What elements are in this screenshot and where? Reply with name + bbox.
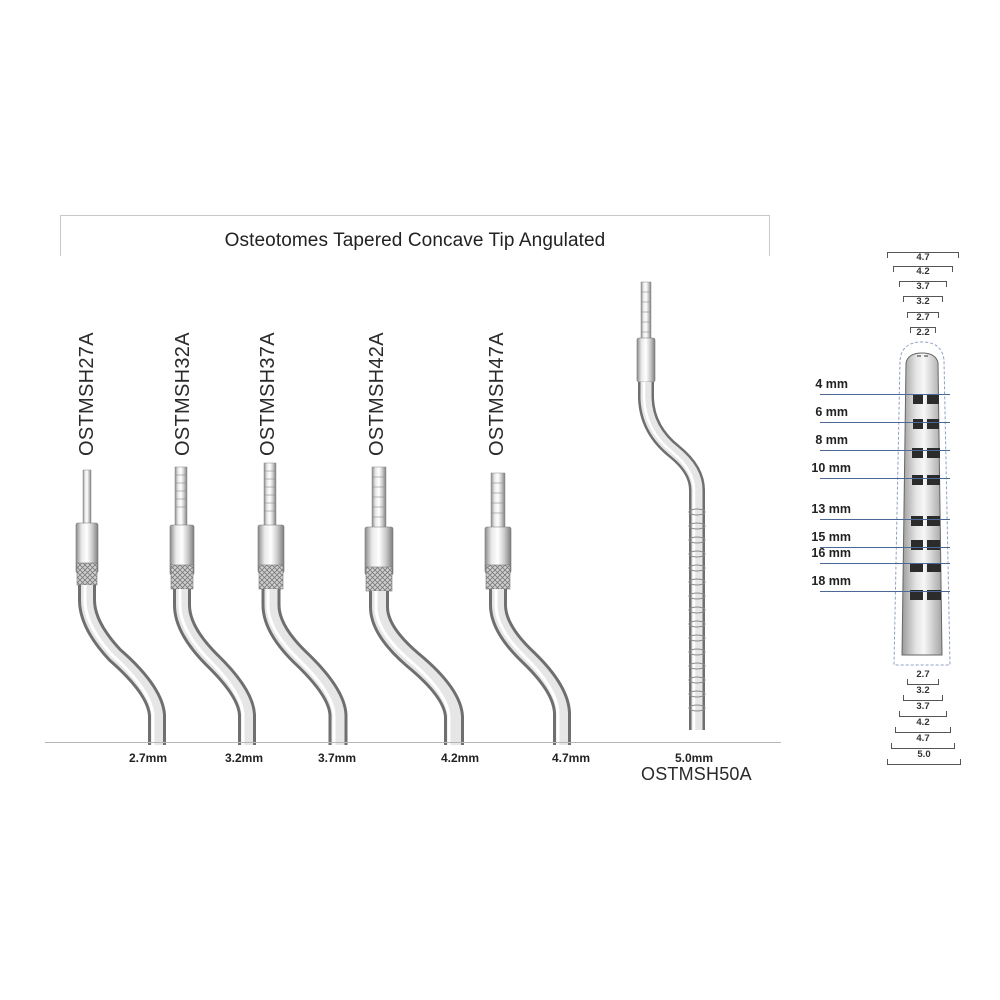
depth-line bbox=[820, 547, 950, 548]
depth-line bbox=[820, 394, 950, 395]
instrument-code: OSTMSH47A bbox=[486, 332, 508, 456]
diameter-bracket bbox=[899, 281, 947, 287]
depth-mark: 18 mm bbox=[811, 574, 851, 588]
diameter-bracket bbox=[893, 266, 953, 272]
diameter-bracket bbox=[891, 743, 955, 749]
depth-line bbox=[820, 591, 950, 592]
osteotome-image bbox=[484, 472, 571, 745]
diameter-label: 2.7 bbox=[916, 669, 930, 680]
diameter-bracket bbox=[887, 252, 959, 258]
depth-gauge: 4.7 4.2 3.7 3.2 2.7 2.2 bbox=[810, 245, 990, 775]
instrument-code: OSTMSH32A bbox=[172, 332, 194, 456]
diameter-label: 4.2 bbox=[916, 717, 930, 728]
depth-mark: 16 mm bbox=[811, 546, 851, 560]
osteotome-ostmsh42a bbox=[345, 455, 470, 745]
instrument-code: OSTMSH37A bbox=[257, 332, 279, 456]
instrument-size: 4.2mm bbox=[441, 751, 480, 765]
depth-mark: 4 mm bbox=[815, 377, 848, 391]
depth-mark: 15 mm bbox=[811, 530, 851, 544]
diameter-label: 3.2 bbox=[916, 685, 930, 696]
diameter-label: 4.7 bbox=[916, 733, 930, 744]
osteotome-ostmsh27a bbox=[55, 455, 175, 745]
diameter-label: 3.7 bbox=[916, 281, 930, 292]
osteotome-ostmsh47a bbox=[465, 455, 585, 745]
diameter-label: 2.7 bbox=[916, 312, 930, 323]
diameter-bracket bbox=[899, 711, 947, 717]
osteotome-image bbox=[169, 466, 256, 745]
diameter-label: 3.2 bbox=[916, 296, 930, 307]
diameter-label: 3.7 bbox=[916, 701, 930, 712]
instrument-size: 4.7mm bbox=[552, 751, 591, 765]
diameter-bracket bbox=[903, 296, 943, 302]
osteotome-image bbox=[75, 469, 166, 745]
diameter-label: 4.2 bbox=[916, 266, 930, 277]
diameter-bracket bbox=[907, 679, 939, 685]
osteotome-ostmsh37a bbox=[237, 455, 357, 745]
depth-line bbox=[820, 563, 950, 564]
page-title: Osteotomes Tapered Concave Tip Angulated bbox=[224, 230, 606, 251]
depth-mark: 8 mm bbox=[815, 433, 848, 447]
depth-mark: 13 mm bbox=[811, 502, 851, 516]
baseline bbox=[45, 742, 781, 743]
depth-mark: 10 mm bbox=[811, 461, 851, 475]
title-frame bbox=[60, 215, 770, 256]
depth-line bbox=[820, 422, 950, 423]
osteotome-ostmsh32a bbox=[150, 455, 270, 745]
depth-line bbox=[820, 450, 950, 451]
diameter-label: 2.2 bbox=[916, 327, 930, 338]
instrument-size: 3.2mm bbox=[225, 751, 264, 765]
diameter-label: 5.0 bbox=[917, 749, 931, 760]
instrument-code: OSTMSH42A bbox=[366, 332, 388, 456]
instrument-size: 5.0mm bbox=[675, 751, 714, 765]
instrument-code: OSTMSH27A bbox=[76, 332, 98, 456]
depth-line bbox=[820, 519, 950, 520]
osteotome-image bbox=[364, 466, 464, 745]
osteotome-image bbox=[636, 281, 706, 730]
osteotome-image bbox=[257, 462, 348, 745]
diameter-bracket bbox=[910, 327, 936, 333]
instrument-code: OSTMSH50A bbox=[641, 764, 752, 784]
diameter-bracket bbox=[907, 312, 939, 318]
diameter-bracket bbox=[887, 759, 961, 765]
instrument-size: 2.7mm bbox=[129, 751, 168, 765]
diameter-bracket bbox=[895, 727, 951, 733]
depth-mark: 6 mm bbox=[815, 405, 848, 419]
depth-line bbox=[820, 478, 950, 479]
osteotome-ostmsh50a bbox=[625, 280, 735, 735]
instrument-size: 3.7mm bbox=[318, 751, 357, 765]
diameter-label: 4.7 bbox=[916, 252, 930, 263]
gauge-drawing bbox=[893, 341, 951, 666]
diameter-bracket bbox=[903, 695, 943, 701]
